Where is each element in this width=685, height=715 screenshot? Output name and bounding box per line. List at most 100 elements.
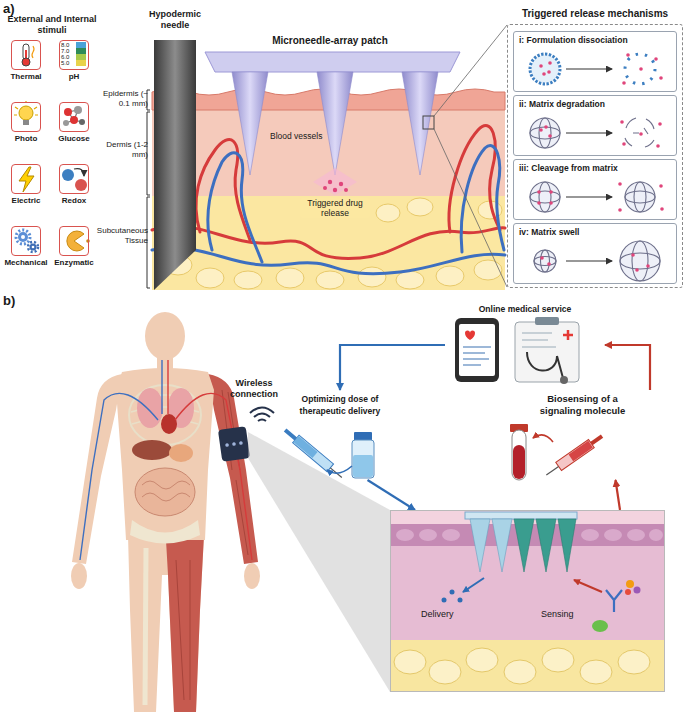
- mechanism-label: iv: Matrix swell: [519, 227, 671, 238]
- skin-inset-drawing-part-part: [466, 648, 498, 672]
- microneedle-patch-part-part: [333, 188, 337, 192]
- panel-letter: b): [3, 293, 15, 309]
- stimulus-label: Electric: [12, 196, 41, 206]
- release-mechanism-drawings-part-part: [534, 257, 556, 266]
- stimulus-icons-part: [64, 108, 72, 116]
- release-mechanism-drawings-part-part: [622, 81, 626, 85]
- service-illustrations-part: [513, 445, 525, 479]
- release-mechanism-drawings-part-part: [530, 118, 560, 148]
- patch-label: Microneedle-array patch: [230, 35, 430, 47]
- step-label: Biosensing of a signaling molecule: [530, 393, 635, 417]
- skin-cross-section-part: [152, 126, 505, 274]
- release-mechanism-drawings-part-part: [566, 196, 612, 197]
- human-body-part: [161, 414, 177, 434]
- release-mechanism-drawings-part-part: [654, 57, 658, 61]
- release-mechanism-drawings-part-part: [620, 120, 624, 124]
- release-label: Triggered drug release: [300, 198, 370, 218]
- stimulus-icon-frame: [59, 226, 89, 256]
- skin-inset-drawing: [390, 510, 665, 692]
- skin-inset-drawing-part-part: [618, 650, 650, 674]
- stimulus-icons-part: [63, 120, 69, 126]
- stimulus-label: Enzymatic: [54, 258, 94, 268]
- skin-inset-drawing-part-part: [504, 660, 536, 684]
- release-mechanism-drawings-part-part: [544, 125, 548, 129]
- skin-inset-drawing-part-part: [419, 529, 437, 541]
- release-mechanism-drawings-part-part: [632, 241, 648, 281]
- stimulus-icons-part: [76, 60, 86, 66]
- human-body-part-part: [225, 443, 229, 447]
- microneedle-patch-part-part: [328, 180, 332, 184]
- release-mechanism-drawings-part-part: [625, 191, 655, 203]
- skin-inset-drawing-part: [625, 589, 631, 595]
- stimulus-icon-frame: [11, 40, 41, 70]
- microneedle-patch-part: [205, 52, 460, 72]
- mechanism-box: iv: Matrix swell: [513, 223, 677, 284]
- stimulus-icons-part: [32, 246, 35, 249]
- microneedle-patch: [205, 25, 507, 287]
- skin-inset-drawing-part: [492, 519, 512, 572]
- release-mechanism-drawings-part-part: [646, 264, 650, 268]
- microneedle-patch-part: [313, 168, 357, 195]
- stimulus-icons-part: [76, 54, 86, 60]
- skin-inset-drawing-part: [606, 590, 622, 612]
- service-illustrations-part-part: [293, 435, 334, 472]
- service-step: Biosensing of a signaling molecule: [500, 390, 665, 480]
- stimulus-icons-part: [30, 244, 37, 251]
- ph-value: 8.0: [61, 42, 69, 48]
- service-illustrations-part: [527, 352, 563, 378]
- skin-cross-section-part-part: [474, 260, 502, 280]
- skin-cross-section-part-part: [196, 268, 224, 288]
- human-body-part: [142, 481, 190, 501]
- skin-inset-drawing-part: [390, 640, 665, 692]
- release-mechanism-drawings-part-part: [625, 118, 654, 147]
- skin-cross-section-part-part: [316, 271, 344, 289]
- service-illustrations-part: [515, 322, 579, 382]
- service-illustrations-part: [522, 333, 556, 347]
- skin-inset-drawing-part: [514, 519, 534, 572]
- release-mechanism-drawings-part-part: [620, 241, 660, 281]
- human-body-part: [72, 374, 122, 564]
- release-mechanism-drawings-part-part: [659, 184, 663, 188]
- hypodermic-needle-part: [154, 40, 196, 290]
- skin-cross-section-part-part: [376, 204, 400, 222]
- stimulus-icons-part: [28, 242, 38, 252]
- release-mechanism-drawings-part: [530, 54, 560, 84]
- skin-cross-section-part: [152, 195, 505, 290]
- human-body-part: [80, 360, 162, 560]
- skin-inset: DeliverySensing: [390, 510, 665, 692]
- release-mechanism-drawings-part-part: [566, 132, 612, 133]
- skin-cross-section-part-part: [461, 146, 504, 252]
- step-label: Optimizing dose of therapeutic delivery: [285, 393, 395, 417]
- step-label: Online medical service: [445, 303, 605, 315]
- stimulus-icons-part: [76, 48, 86, 54]
- skin-inset-drawing-part: [470, 519, 490, 572]
- mechanism-label: ii: Matrix degradation: [519, 99, 671, 110]
- human-body-part: [218, 426, 250, 462]
- stimulus-icon: pH: [50, 40, 98, 82]
- ph-value: 5.0: [61, 60, 69, 66]
- skin-inset-drawing-part-part: [649, 529, 663, 541]
- skin-inset-drawing-part: [394, 648, 650, 684]
- release-mechanism-drawings-part-part: [539, 128, 543, 132]
- stimulus-icons-part: [74, 169, 84, 176]
- service-illustrations-part: [327, 466, 352, 473]
- release-mechanism-drawings-part-part: [530, 182, 560, 212]
- human-body-part: [222, 390, 248, 555]
- release-mechanism-drawings-part: [531, 55, 559, 83]
- skin-inset-drawing-part-part: [627, 529, 645, 541]
- human-body-part-part: [218, 426, 250, 462]
- layer-label: Dermis (1-2 mm): [94, 140, 148, 159]
- stimulus-icon: Redox: [50, 164, 98, 206]
- stimulus-icons-part: [74, 106, 82, 114]
- stimuli-heading: External and Internal stimuli: [2, 14, 102, 36]
- release-mechanism-drawings-part-part: [618, 182, 622, 186]
- service-illustrations-part-part: [590, 434, 603, 445]
- inset-label: Delivery: [421, 609, 454, 619]
- stimulus-icons-part: [14, 101, 38, 115]
- skin-inset-drawing-part-part: [458, 598, 463, 603]
- human-body-part: [145, 312, 185, 360]
- microneedle-patch-part: [317, 72, 353, 175]
- human-body-part: [244, 563, 260, 589]
- flow-arrow: [616, 480, 621, 510]
